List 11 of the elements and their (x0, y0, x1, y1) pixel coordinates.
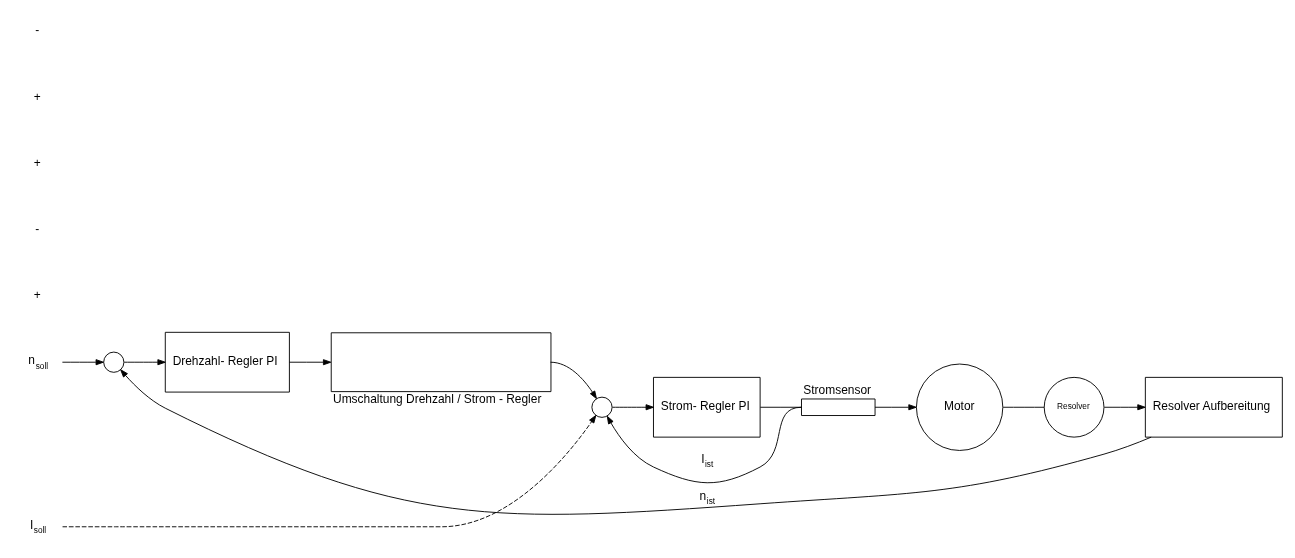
edge-label: n$_{ist}$ (699, 488, 716, 507)
label: + (33, 288, 41, 303)
node-label: Stromsensor (803, 382, 872, 397)
label: + (33, 89, 41, 104)
edge-label: I$_{ist}$ (701, 451, 714, 470)
label: + (33, 155, 41, 170)
node-text: n$_{soll}$ (28, 353, 49, 371)
label: - (35, 23, 40, 38)
node-label: Umschaltung Drehzahl / Strom - Regler (333, 392, 542, 407)
node-text: I$_{soll}$ (30, 517, 47, 536)
label: - (35, 221, 40, 236)
